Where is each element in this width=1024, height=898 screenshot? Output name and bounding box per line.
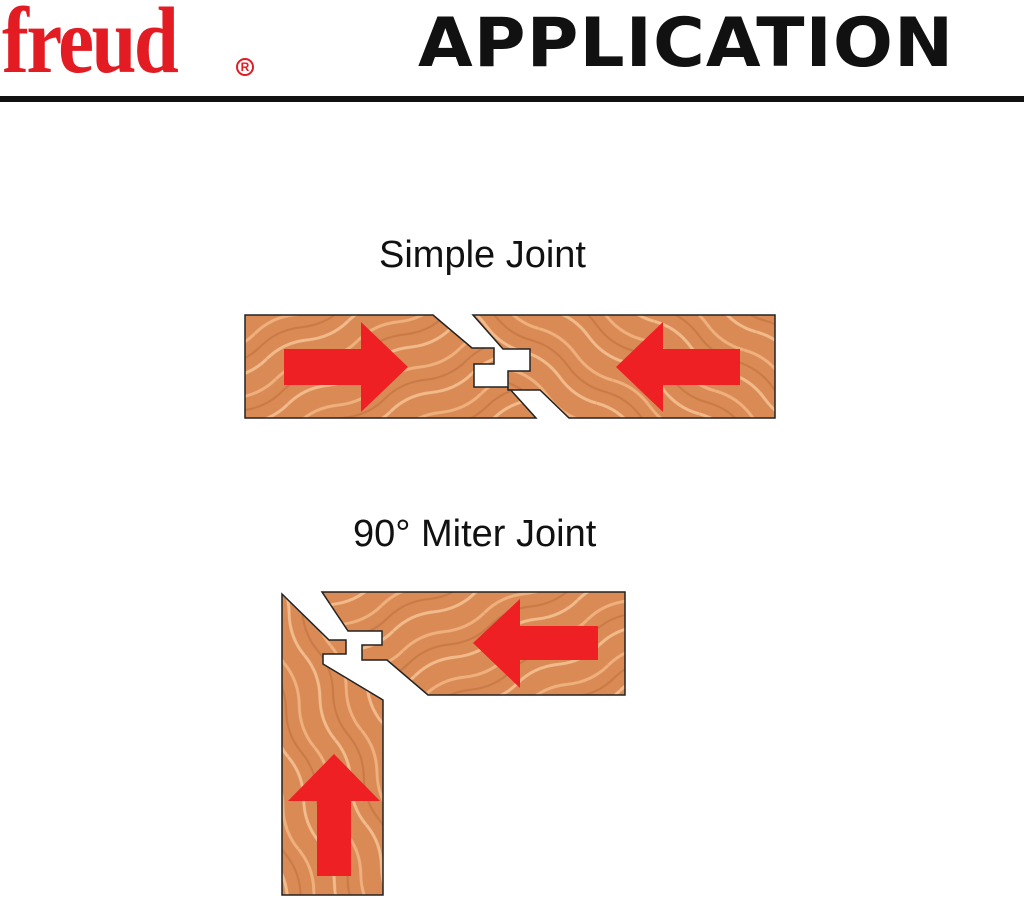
freud-logo: freud (2, 0, 179, 93)
left-arrow-icon (616, 322, 740, 412)
miter-joint-label: 90° Miter Joint (353, 513, 597, 555)
left-arrow-icon (473, 599, 598, 688)
up-arrow-icon (288, 754, 380, 876)
header-divider (0, 96, 1024, 102)
simple-joint-label: Simple Joint (379, 234, 586, 276)
miter-joint-horizontal-board (320, 591, 626, 696)
registered-mark-icon: R (236, 58, 254, 76)
right-arrow-icon (284, 322, 408, 412)
page-title: APPLICATION (418, 4, 955, 83)
miter-joint-vertical-board (281, 592, 384, 896)
